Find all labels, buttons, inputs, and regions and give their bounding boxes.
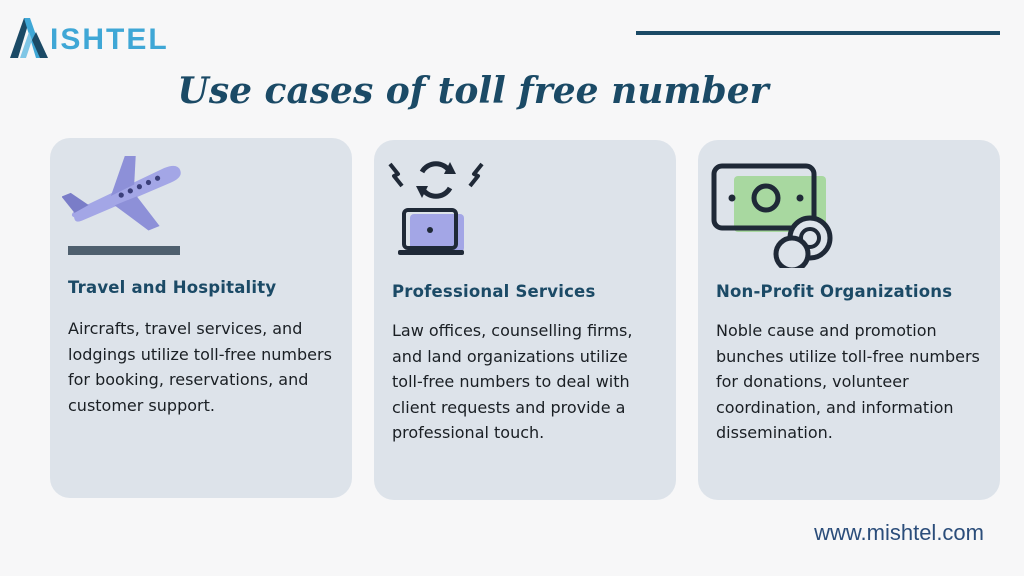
- card-body: Law offices, counselling firms, and land…: [392, 321, 633, 442]
- card-heading: Professional Services: [392, 282, 596, 301]
- money-donation-icon: [710, 158, 850, 273]
- card-body: Aircrafts, travel services, and lodgings…: [68, 319, 332, 415]
- use-case-card-nonprofit: Non-Profit Organizations Noble cause and…: [698, 140, 1000, 500]
- top-divider: [636, 31, 1000, 35]
- use-case-card-professional: Professional Services Law offices, couns…: [374, 140, 676, 500]
- logo-mark-icon: [10, 18, 48, 58]
- laptop-support-icon: [386, 158, 486, 266]
- logo-text: ISHTEL: [50, 23, 169, 56]
- airplane-takeoff-icon: [61, 151, 192, 264]
- use-case-card-travel: Travel and Hospitality Aircrafts, travel…: [50, 138, 352, 498]
- brand-logo: ISHTEL: [10, 14, 169, 58]
- card-heading: Non-Profit Organizations: [716, 282, 953, 301]
- page-title: Use cases of toll free number: [177, 70, 769, 112]
- card-body: Noble cause and promotion bunches utiliz…: [716, 321, 980, 442]
- website-link[interactable]: www.mishtel.com: [814, 520, 984, 545]
- card-heading: Travel and Hospitality: [68, 278, 277, 297]
